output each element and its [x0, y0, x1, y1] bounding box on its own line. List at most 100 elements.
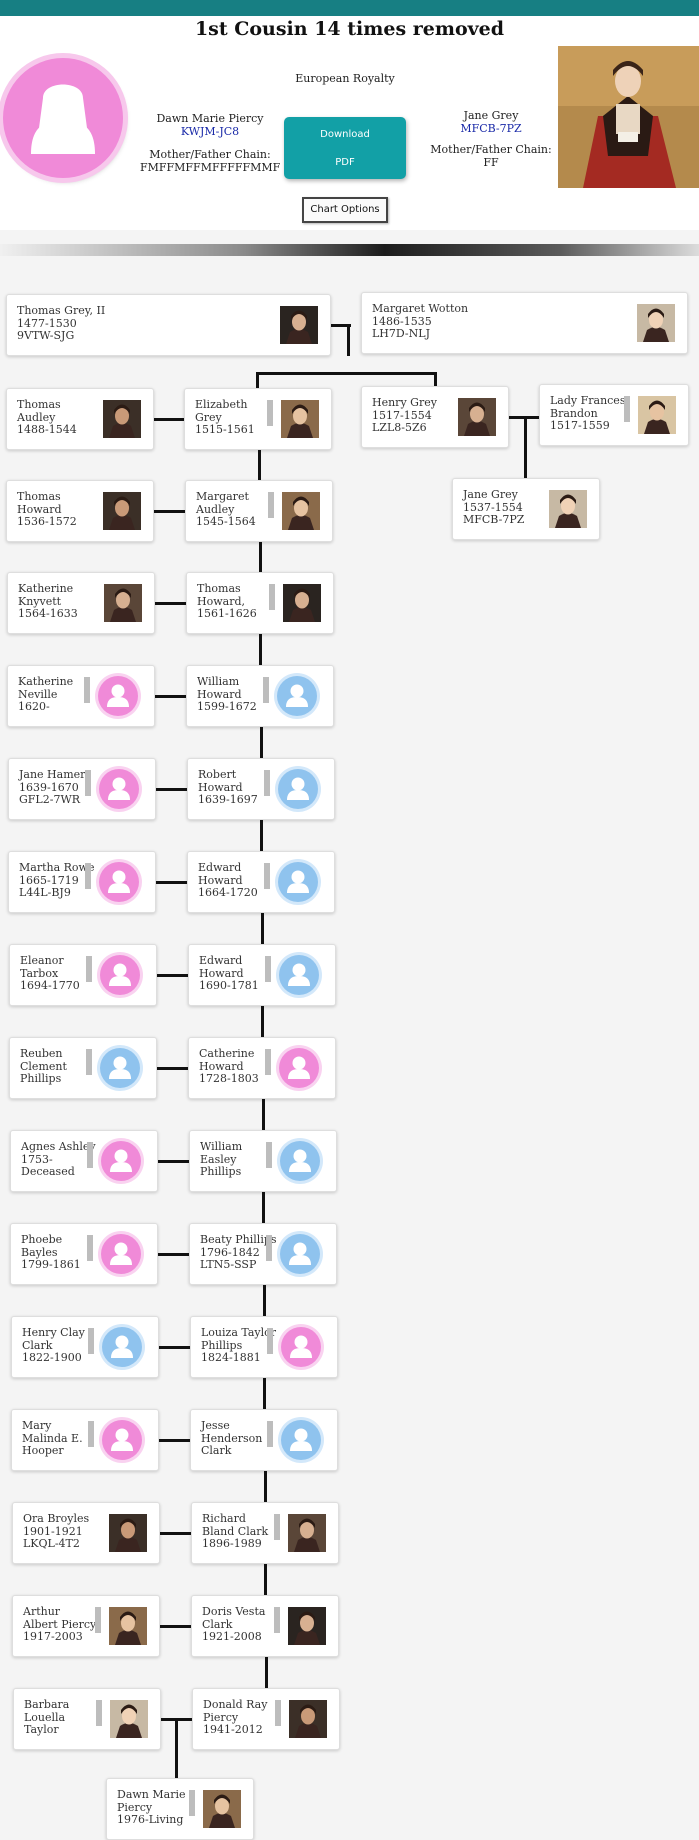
person-card[interactable]: Margaret Audley 1545-1564 — [185, 480, 333, 542]
person-card[interactable]: William Howard 1599-1672 — [186, 665, 334, 727]
top-bar — [0, 0, 699, 16]
person-card[interactable]: Henry Clay Clark 1822-1900 — [11, 1316, 159, 1378]
person-card[interactable]: Robert Howard 1639-1697 — [187, 758, 335, 820]
portrait-photo — [104, 584, 142, 622]
person-card[interactable]: Edward Howard 1690-1781 — [188, 944, 336, 1006]
person-card[interactable]: Catherine Howard 1728-1803 — [188, 1037, 336, 1099]
separator-bar — [266, 1142, 272, 1168]
connector-line — [265, 1657, 268, 1688]
person-card-text: Mary Malinda E. Hooper — [22, 1419, 83, 1457]
portrait-photo — [282, 492, 320, 530]
person-card[interactable]: Louiza Taylor Phillips 1824-1881 — [190, 1316, 338, 1378]
connector-line — [159, 1346, 190, 1349]
portrait-photo — [458, 398, 496, 436]
person-card[interactable]: Reuben Clement Phillips — [9, 1037, 157, 1099]
person-card-text: Beaty Phillips 1796-1842 LTN5-SSP — [200, 1233, 277, 1271]
person-card[interactable]: Lady Frances Brandon 1517-1559 — [539, 384, 689, 446]
person-card-text: William Howard 1599-1672 — [197, 675, 257, 713]
person-card[interactable]: Martha Rowe 1665-1719 L44L-BJ9 — [8, 851, 156, 913]
person-card-text: Edward Howard 1690-1781 — [199, 954, 259, 992]
person-card[interactable]: Katherine Knyvett 1564-1633 — [7, 572, 155, 634]
portrait-photo — [203, 1790, 241, 1828]
connector-line — [156, 788, 187, 791]
target-person-name: Jane Grey — [463, 109, 519, 122]
person-card[interactable]: Henry Grey 1517-1554 LZL8-5Z6 — [361, 386, 509, 448]
person-card-text: Agnes Ashley 1753- Deceased — [21, 1140, 96, 1178]
person-card[interactable]: Eleanor Tarbox 1694-1770 — [9, 944, 157, 1006]
portrait-photo — [280, 306, 318, 344]
separator-bar — [268, 492, 274, 518]
person-card-text: Barbara Louella Taylor — [24, 1698, 70, 1736]
person-card[interactable]: Doris Vesta Clark 1921-2008 — [191, 1595, 339, 1657]
person-card[interactable]: Agnes Ashley 1753- Deceased — [10, 1130, 158, 1192]
female-avatar-icon — [281, 1327, 321, 1367]
person-card[interactable]: Thomas Howard, 1561-1626 — [186, 572, 334, 634]
header-divider — [0, 244, 699, 256]
female-avatar-icon — [98, 676, 138, 716]
portrait-photo — [289, 1700, 327, 1738]
female-avatar-icon — [3, 58, 123, 178]
person-card[interactable]: Thomas Grey, II 1477-1530 9VTW-SJG — [6, 294, 331, 356]
female-avatar-icon — [100, 955, 140, 995]
male-avatar-icon — [280, 1141, 320, 1181]
person-card[interactable]: Ora Broyles 1901-1921 LKQL-4T2 — [12, 1502, 160, 1564]
person-card[interactable]: Elizabeth Grey 1515-1561 — [184, 388, 332, 450]
person-card[interactable]: Thomas Howard 1536-1572 — [6, 480, 154, 542]
person-card-text: Reuben Clement Phillips — [20, 1047, 67, 1085]
connector-line — [258, 450, 261, 480]
person-card[interactable]: Jane Hamer 1639-1670 GFL2-7WR — [8, 758, 156, 820]
connector-line — [154, 418, 184, 421]
person-card[interactable]: Arthur Albert Piercy 1917-2003 — [12, 1595, 160, 1657]
person-card[interactable]: Richard Bland Clark 1896-1989 — [191, 1502, 339, 1564]
person-card[interactable]: Beaty Phillips 1796-1842 LTN5-SSP — [189, 1223, 337, 1285]
separator-bar — [265, 956, 271, 982]
connector-line — [264, 1471, 267, 1502]
person-card[interactable]: Phoebe Bayles 1799-1861 — [10, 1223, 158, 1285]
person-card-text: Catherine Howard 1728-1803 — [199, 1047, 259, 1085]
person-card[interactable]: Mary Malinda E. Hooper — [11, 1409, 159, 1471]
connector-line — [157, 974, 188, 977]
connector-line — [347, 324, 350, 356]
start-person-code[interactable]: KWJM-JC8 — [180, 125, 240, 138]
separator-bar — [86, 956, 92, 982]
person-card[interactable]: Jesse Henderson Clark — [190, 1409, 338, 1471]
person-card[interactable]: Jane Grey 1537-1554 MFCB-7PZ — [452, 478, 600, 540]
connector-line — [263, 1378, 266, 1409]
person-card-text: Thomas Howard, 1561-1626 — [197, 582, 257, 620]
chart-options-button[interactable]: Chart Options — [302, 197, 388, 223]
person-card-text: Thomas Grey, II 1477-1530 9VTW-SJG — [17, 304, 106, 342]
separator-bar — [189, 1790, 195, 1816]
person-card[interactable]: Barbara Louella Taylor — [13, 1688, 161, 1750]
female-avatar-icon — [99, 862, 139, 902]
person-card[interactable]: Donald Ray Piercy 1941-2012 — [192, 1688, 340, 1750]
connector-line — [261, 913, 264, 944]
connector-line — [263, 1285, 266, 1316]
person-card[interactable]: William Easley Phillips — [189, 1130, 337, 1192]
start-person-info: Dawn Marie Piercy KWJM-JC8 Mother/Father… — [140, 112, 280, 174]
portrait-photo — [638, 396, 676, 434]
person-card[interactable]: Thomas Audley 1488-1544 — [6, 388, 154, 450]
separator-bar — [264, 863, 270, 889]
person-card-text: Margaret Audley 1545-1564 — [196, 490, 256, 528]
connector-line — [260, 727, 263, 758]
male-avatar-icon — [279, 955, 319, 995]
person-card[interactable]: Katherine Neville 1620- — [7, 665, 155, 727]
download-pdf-button[interactable]: Download PDF — [284, 117, 406, 179]
person-card[interactable]: Dawn Marie Piercy 1976-Living — [106, 1778, 254, 1840]
connector-line — [524, 416, 527, 478]
portrait-photo — [549, 490, 587, 528]
connector-line — [331, 324, 351, 327]
person-card[interactable]: Edward Howard 1664-1720 — [187, 851, 335, 913]
separator-bar — [267, 400, 273, 426]
person-card[interactable]: Margaret Wotton 1486-1535 LH7D-NLJ — [361, 292, 688, 354]
start-chain-value: FMFFMFFMFFFFFMMF — [140, 161, 281, 174]
male-avatar-icon — [277, 676, 317, 716]
female-avatar-icon — [279, 1048, 319, 1088]
target-person-code[interactable]: MFCB-7PZ — [460, 122, 522, 135]
person-card-text: Margaret Wotton 1486-1535 LH7D-NLJ — [372, 302, 469, 340]
connector-line — [259, 634, 262, 665]
person-card-text: Ora Broyles 1901-1921 LKQL-4T2 — [23, 1512, 90, 1550]
separator-bar — [267, 1421, 273, 1447]
connector-line — [158, 1253, 189, 1256]
person-card-text: Donald Ray Piercy 1941-2012 — [203, 1698, 268, 1736]
